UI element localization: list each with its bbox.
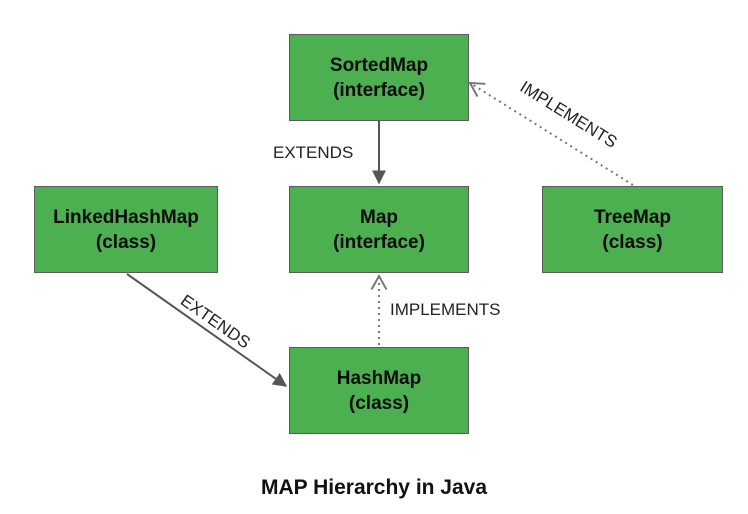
node-hashmap: HashMap (class) (289, 347, 469, 434)
node-linkedhashmap: LinkedHashMap (class) (34, 186, 218, 273)
node-linkedhashmap-kind: (class) (95, 231, 157, 253)
node-map-kind: (interface) (333, 231, 425, 253)
diagram-title: MAP Hierarchy in Java (260, 476, 488, 499)
node-hashmap-kind: (class) (348, 392, 410, 414)
node-map-name: Map (360, 206, 398, 228)
edge-treemap-to-sortedmap (468, 81, 634, 186)
node-treemap-name: TreeMap (593, 206, 672, 228)
node-map: Map (interface) (289, 186, 469, 273)
node-sortedmap: SortedMap (interface) (289, 34, 469, 121)
node-sortedmap-name: SortedMap (329, 54, 429, 76)
edge-linkedhashmap-to-hashmap (126, 273, 288, 387)
edge-label-sortedmap-map: EXTENDS (273, 143, 354, 162)
node-linkedhashmap-name: LinkedHashMap (53, 206, 199, 228)
node-hashmap-name: HashMap (336, 367, 422, 389)
node-treemap: TreeMap (class) (542, 186, 723, 273)
node-sortedmap-kind: (interface) (333, 79, 425, 101)
edge-label-hashmap-map: IMPLEMENTS (390, 300, 501, 319)
node-treemap-kind: (class) (602, 231, 663, 253)
